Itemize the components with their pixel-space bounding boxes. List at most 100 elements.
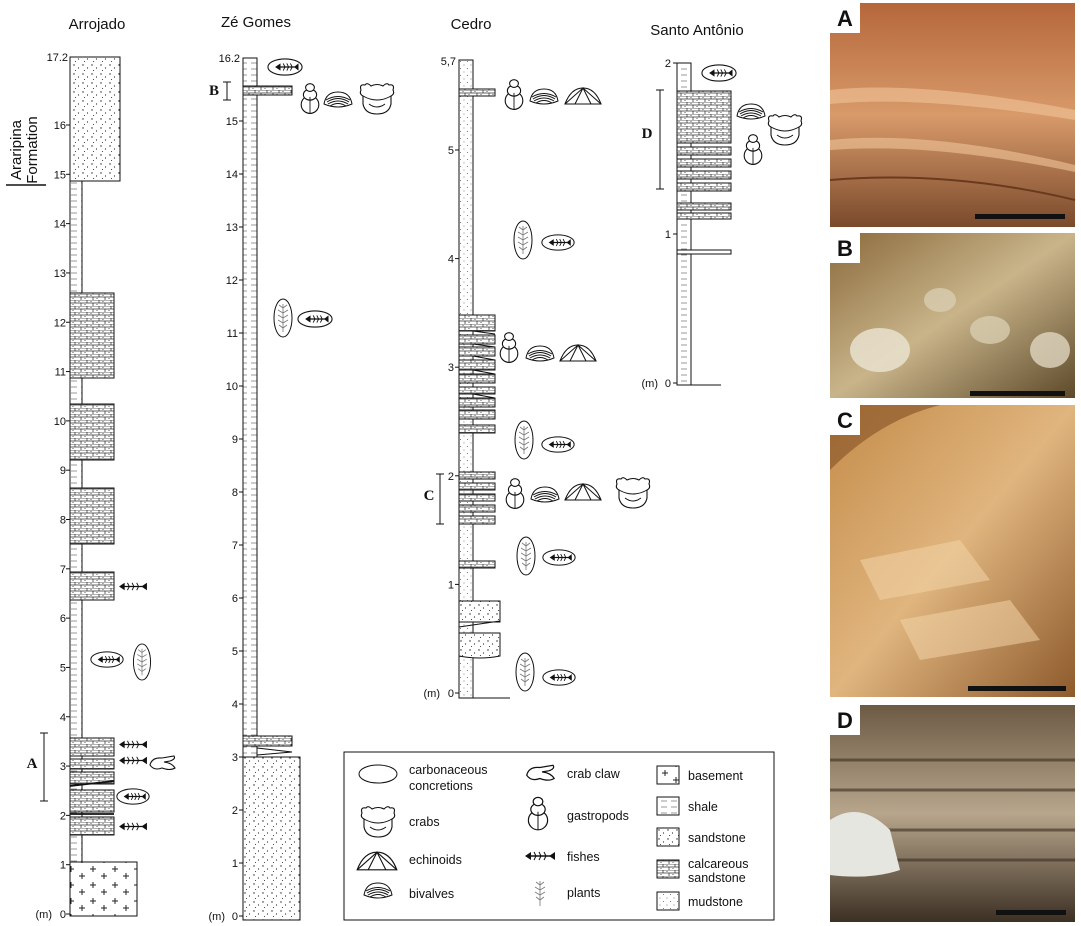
calcareous-sandstone-bed [69,292,115,379]
height-tick-label: 15 [54,169,66,181]
mudstone-swatch [656,891,680,911]
fish-icon [542,669,576,686]
legend-label: calcareous [688,857,748,871]
calcareous-sandstone-bed [242,85,293,96]
legend-label: plants [567,886,600,900]
legend-label: gastropods [567,809,629,823]
fish-icon [297,310,333,328]
height-tick-label: 0 [232,911,238,923]
unit-label: (m) [36,909,53,921]
legend-box [343,751,775,921]
calcareous-sandstone-bed [69,758,115,770]
height-tick-label: 10 [226,381,238,393]
legend-label: bivalves [409,887,454,901]
height-tick-label: 3 [232,752,238,764]
photo-c: C [830,405,1075,697]
photo-b: B [830,233,1075,398]
svg-text:C: C [424,488,435,504]
fish-icon [541,234,575,251]
sandstone-bed [69,56,121,182]
height-tick-label: 1 [60,860,66,872]
gastropod-icon [743,134,763,165]
plant-icon [515,652,535,692]
carbonaceous-concretion-icon [358,764,398,784]
legend-label: carbonaceous [409,763,488,777]
plant-icon [273,298,293,338]
bivalve-icon [529,88,559,105]
height-tick-label: 8 [232,487,238,499]
formation-label-line2: Formation [24,116,41,184]
svg-text:A: A [27,756,38,772]
height-tick-label: 14 [226,169,238,181]
gastropod-icon [499,332,519,363]
legend-label: echinoids [409,853,462,867]
photo-label: A [837,6,853,31]
legend-label: shale [688,800,718,814]
unit-label: (m) [424,688,441,700]
height-tick-label: 3 [60,761,66,773]
calcareous-sandstone-bed [69,816,115,836]
plant-icon [516,536,536,576]
photo-label: D [837,708,853,733]
legend-label: concretions [409,779,473,793]
unit-label: (m) [642,378,659,390]
height-tick-label: 5 [448,145,454,157]
height-tick-label: 13 [226,222,238,234]
height-tick-label: 2 [60,810,66,822]
height-tick-label: 5 [60,662,66,674]
photo-label: C [837,408,853,433]
unit-label: (m) [209,911,226,923]
calcareous-sandstone-bed [69,571,115,601]
height-tick-label: 6 [60,613,66,625]
height-tick-label: 12 [54,317,66,329]
height-tick-label: 1 [448,579,454,591]
height-tick-label: 7 [60,564,66,576]
legend-label: crab claw [567,767,621,781]
marker-a: A [27,732,48,802]
height-tick-label: 15 [226,116,238,128]
calcareous-sandstone-bed [69,737,115,757]
height-tick-label: 1 [232,858,238,870]
height-tick-label: 5 [232,646,238,658]
calcareous-sandstone-bed [676,90,732,144]
section-title: Cedro [451,16,492,33]
calcareous-sandstone-bed [69,487,115,545]
top-height-label: 17.2 [47,52,68,64]
height-tick-label: 8 [60,515,66,527]
marker-b: B [209,81,231,101]
fish-icon [116,788,150,805]
legend-label: basement [688,769,743,783]
photo-d: D [830,705,1075,922]
height-tick-label: 9 [232,434,238,446]
height-tick-label: 4 [60,712,66,724]
legend-label: sandstone [688,831,746,845]
fish-icon [701,64,737,82]
crab-icon [360,806,396,838]
echinoid-icon [564,87,602,105]
gastropod-icon [300,83,320,115]
height-tick-label: 11 [227,328,238,340]
basement-swatch [656,765,680,785]
gastropod-icon [505,478,525,509]
calcareous-sandstone-bed [242,735,293,747]
sandstone-bed [458,600,501,623]
plant-icon [513,220,533,260]
height-tick-label: 0 [60,909,66,921]
bivalve-icon [525,345,555,362]
fish-icon [542,549,576,566]
height-tick-label: 0 [665,378,671,390]
height-tick-label: 6 [232,593,238,605]
height-tick-label: 2 [232,805,238,817]
fish-icon [90,651,124,668]
bivalve-icon [323,91,353,108]
echinoid-icon [564,483,602,501]
legend-label: fishes [567,850,600,864]
height-tick-label: 2 [448,471,454,483]
height-tick-label: 2 [665,58,671,70]
height-tick-label: 1 [665,229,671,241]
height-tick-label: 12 [226,275,238,287]
